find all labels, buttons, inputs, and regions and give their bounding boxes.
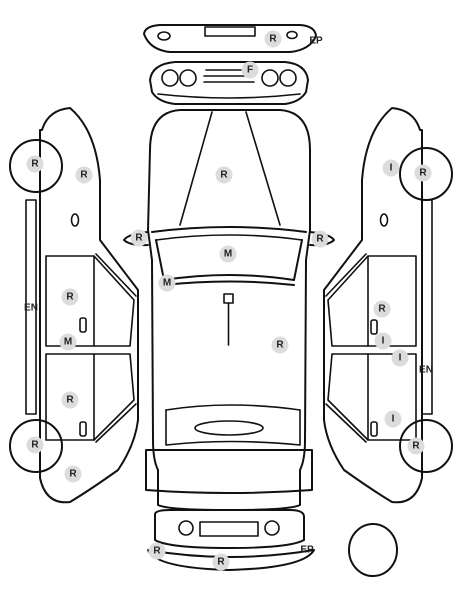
- marker-left-sill[interactable]: EN: [24, 303, 38, 314]
- marker-label: EP: [300, 545, 314, 556]
- left-side-panel[interactable]: [9, 107, 139, 504]
- marker-label: R: [31, 440, 39, 451]
- marker-badge: [382, 159, 400, 177]
- marker-label: EN: [24, 303, 38, 314]
- marker-right-rear-quarter[interactable]: I: [382, 159, 400, 177]
- marker-label: R: [412, 441, 420, 452]
- marker-label: F: [247, 65, 253, 76]
- marker-label: R: [276, 340, 284, 351]
- marker-badge: [61, 391, 79, 409]
- marker-badge: [264, 30, 282, 48]
- marker-label: R: [135, 233, 143, 244]
- marker-badge: [64, 465, 82, 483]
- marker-label: R: [378, 304, 386, 315]
- marker-rear-window[interactable]: F: [241, 61, 259, 79]
- marker-front-bumper-right[interactable]: EP: [300, 545, 314, 556]
- marker-label: EP: [309, 36, 323, 47]
- marker-badge: [311, 230, 329, 248]
- marker-left-rear-wheel[interactable]: R: [26, 155, 44, 173]
- marker-badge: [271, 336, 289, 354]
- spare-tire: [348, 523, 398, 577]
- marker-left-rear-door[interactable]: R: [61, 288, 79, 306]
- marker-rear-bumper-right[interactable]: EP: [309, 36, 323, 47]
- marker-label: I: [382, 336, 385, 347]
- right-side-panel[interactable]: [323, 107, 453, 504]
- marker-badge: [26, 155, 44, 173]
- marker-badge: [26, 436, 44, 454]
- marker-left-front-wheel[interactable]: R: [26, 436, 44, 454]
- marker-badge: [130, 229, 148, 247]
- marker-badge: [212, 553, 230, 571]
- marker-left-mirror[interactable]: R: [130, 229, 148, 247]
- marker-label: R: [80, 170, 88, 181]
- marker-label: EN: [419, 365, 433, 376]
- marker-badge: [75, 166, 93, 184]
- marker-label: R: [31, 159, 39, 170]
- marker-badge: [215, 166, 233, 184]
- marker-right-mirror[interactable]: R: [311, 230, 329, 248]
- marker-badge: [407, 437, 425, 455]
- marker-right-rear-wheel[interactable]: R: [414, 164, 432, 182]
- marker-right-front-fender[interactable]: I: [384, 410, 402, 428]
- marker-left-front-fender[interactable]: R: [64, 465, 82, 483]
- marker-label: I: [392, 414, 395, 425]
- marker-label: R: [66, 292, 74, 303]
- marker-right-sill[interactable]: EN: [419, 365, 433, 376]
- marker-badge: [61, 288, 79, 306]
- marker-label: M: [224, 249, 232, 260]
- marker-badge: [241, 61, 259, 79]
- marker-windshield-left[interactable]: M: [158, 274, 176, 292]
- marker-badge: [59, 333, 77, 351]
- marker-label: R: [316, 234, 324, 245]
- marker-label: R: [153, 546, 161, 557]
- marker-left-front-door[interactable]: R: [61, 391, 79, 409]
- marker-badge: [219, 245, 237, 263]
- marker-label: M: [64, 337, 72, 348]
- marker-trunk[interactable]: R: [215, 166, 233, 184]
- marker-label: R: [66, 395, 74, 406]
- marker-label: I: [390, 163, 393, 174]
- marker-label: R: [419, 168, 427, 179]
- rear-panel[interactable]: [149, 61, 309, 105]
- marker-badge: [373, 300, 391, 318]
- marker-label: R: [269, 34, 277, 45]
- marker-left-rear-quarter[interactable]: R: [75, 166, 93, 184]
- marker-label: I: [399, 353, 402, 364]
- marker-front-bumper-left[interactable]: R: [148, 542, 166, 560]
- marker-right-rear-door-lower[interactable]: I: [374, 332, 392, 350]
- marker-right-rear-door[interactable]: R: [373, 300, 391, 318]
- marker-badge: [374, 332, 392, 350]
- marker-right-front-wheel[interactable]: R: [407, 437, 425, 455]
- marker-badge: [391, 349, 409, 367]
- marker-badge: [148, 542, 166, 560]
- marker-label: R: [220, 170, 228, 181]
- damage-markers: R EP F R R I R R R R M M EN R M R R I I EN R I R R R R EP R: [24, 30, 433, 571]
- marker-rear-bumper-top[interactable]: R: [264, 30, 282, 48]
- rear-bumper[interactable]: [143, 24, 317, 53]
- marker-hood[interactable]: R: [271, 336, 289, 354]
- marker-label: R: [217, 557, 225, 568]
- marker-label: M: [163, 278, 171, 289]
- marker-badge: [414, 164, 432, 182]
- marker-badge: [158, 274, 176, 292]
- marker-right-front-door-upper[interactable]: I: [391, 349, 409, 367]
- marker-badge: [384, 410, 402, 428]
- marker-roof[interactable]: M: [219, 245, 237, 263]
- front-bumper[interactable]: [147, 509, 315, 571]
- marker-left-rear-door-lower[interactable]: M: [59, 333, 77, 351]
- marker-label: R: [69, 469, 77, 480]
- marker-front-bumper-bottom[interactable]: R: [212, 553, 230, 571]
